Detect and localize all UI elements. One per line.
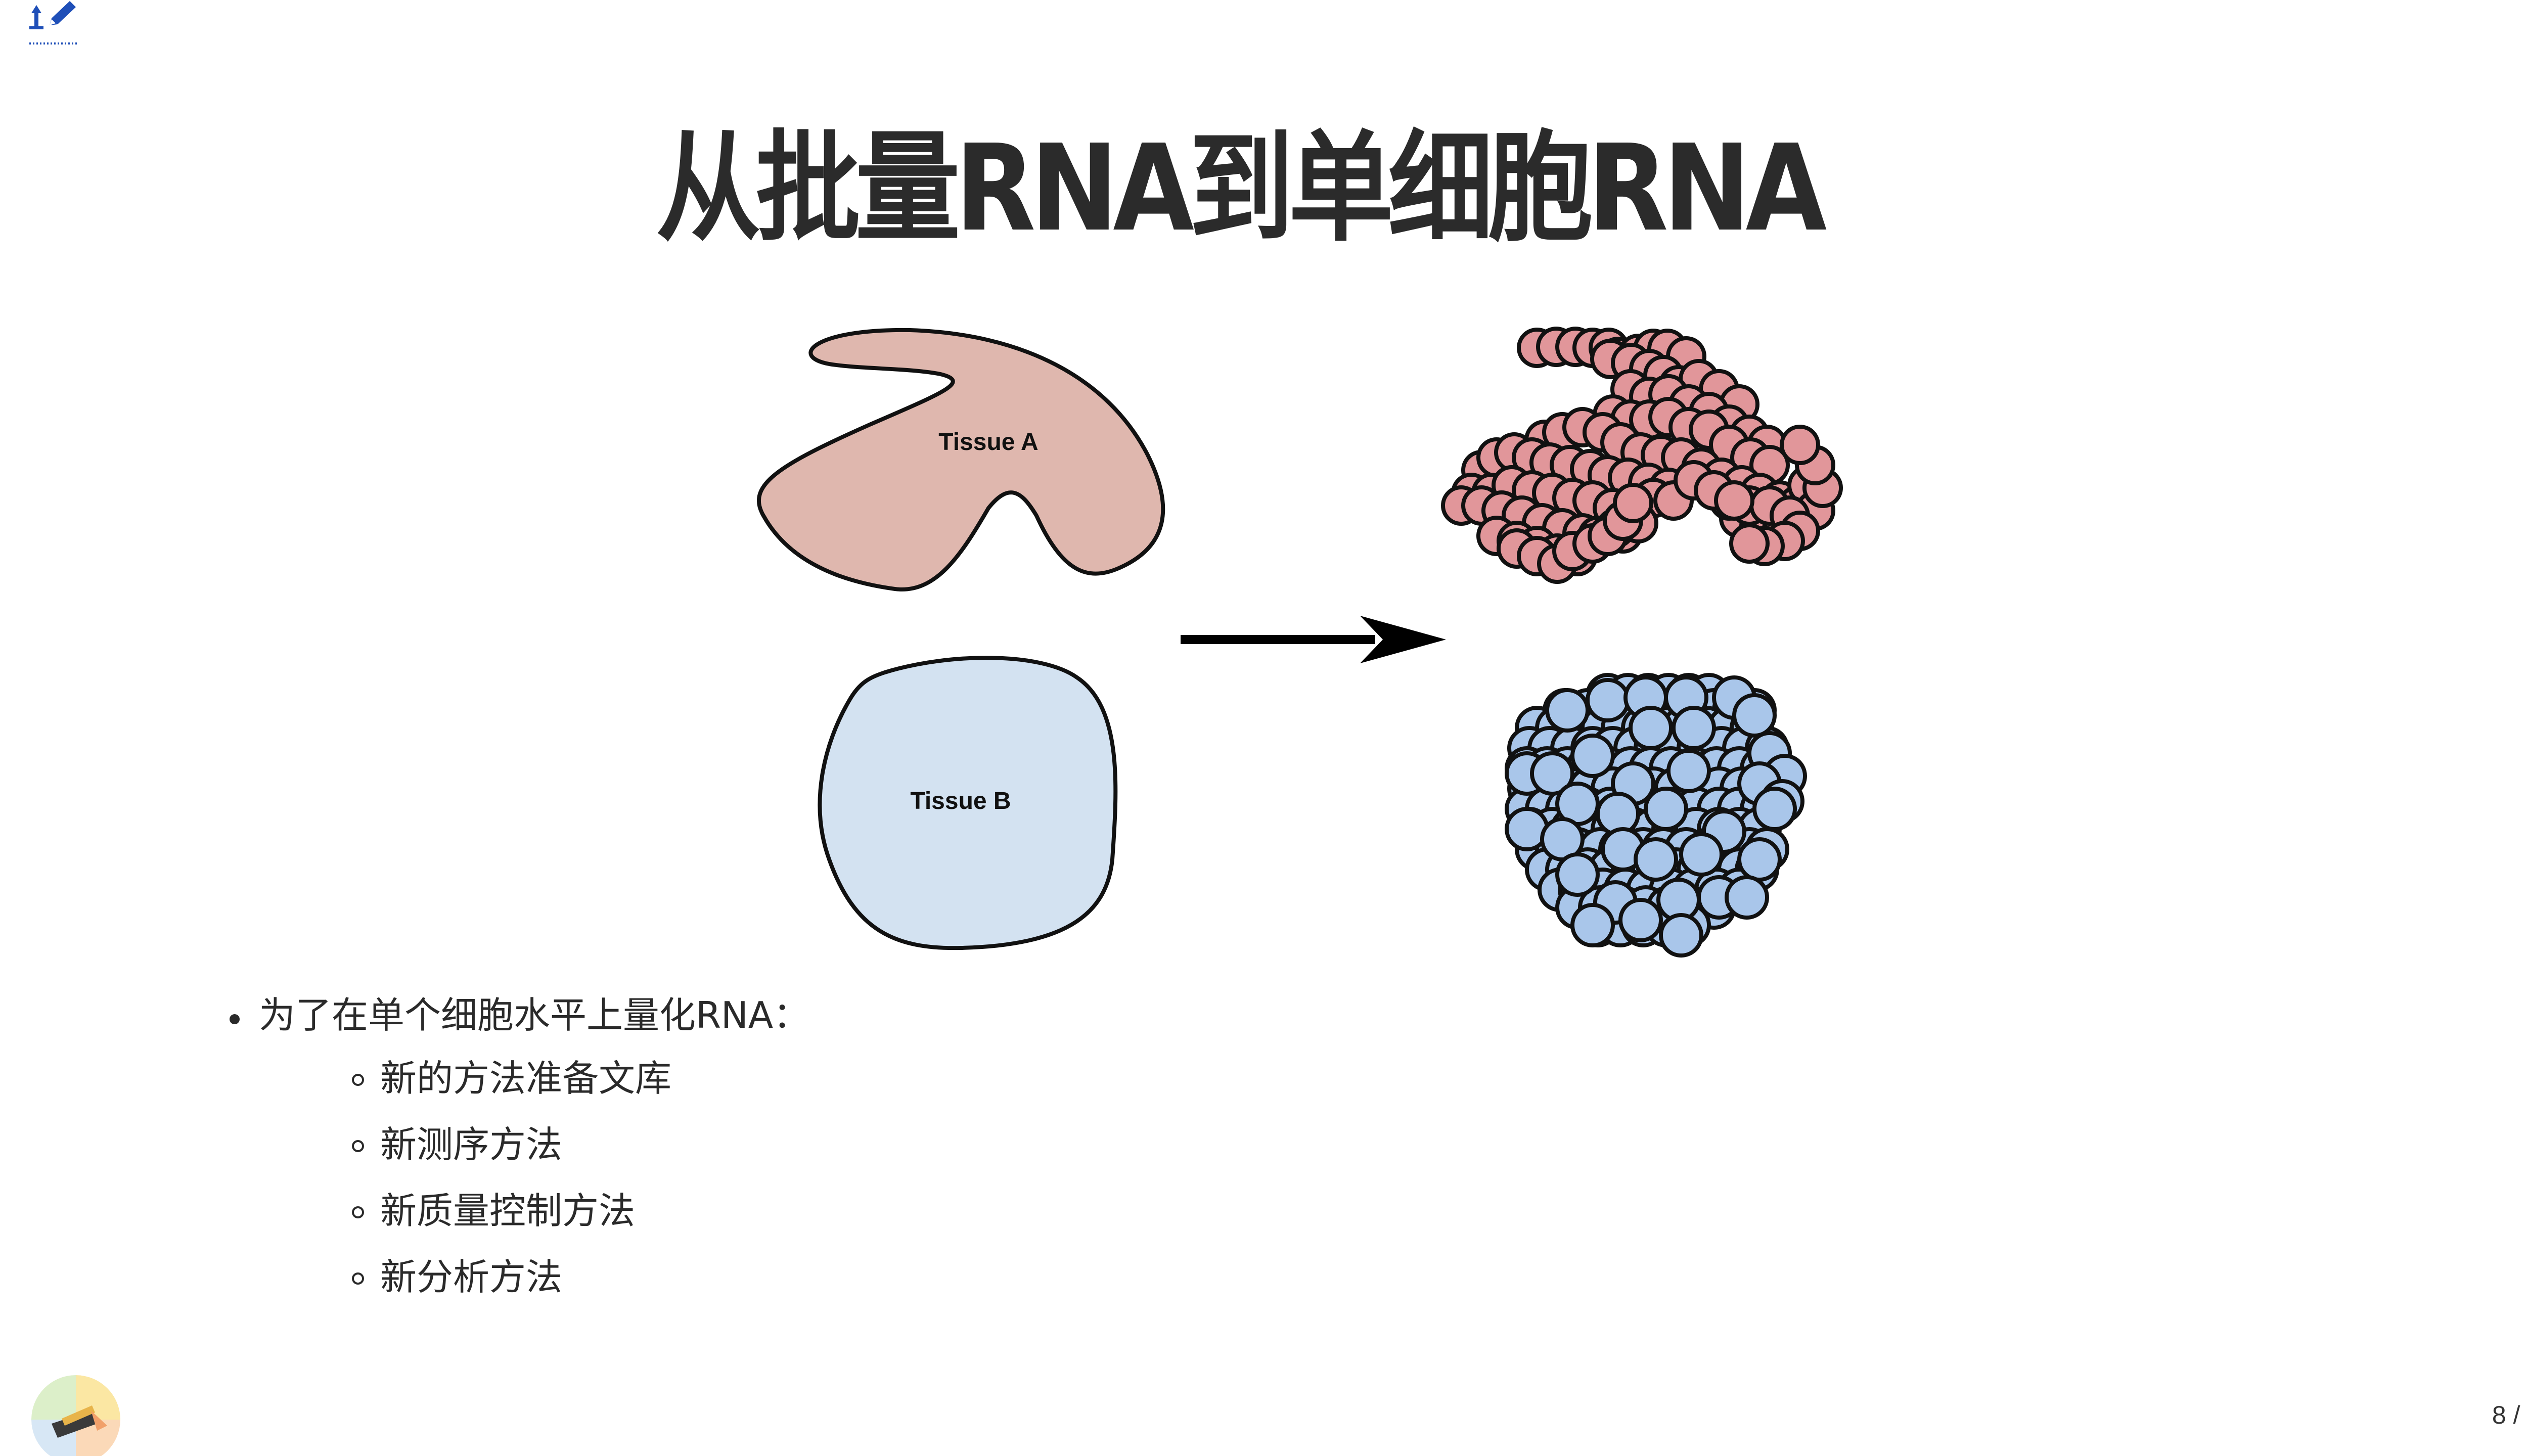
sub-bullet-item: 新测序方法 bbox=[259, 1112, 809, 1178]
sub-bullet-list: 新的方法准备文库 新测序方法 新质量控制方法 新分析方法 bbox=[259, 1045, 809, 1310]
cell-circle bbox=[1634, 837, 1678, 882]
cell-circle bbox=[1570, 903, 1615, 947]
sub-bullet-item: 新的方法准备文库 bbox=[259, 1045, 809, 1112]
cell-circle bbox=[1725, 875, 1769, 920]
edit-source-link[interactable] bbox=[29, 0, 82, 47]
cell-circle bbox=[1732, 693, 1777, 738]
cell-circle bbox=[1545, 688, 1590, 733]
tissue-a-label: Tissue A bbox=[938, 429, 1038, 456]
cell-circle bbox=[1780, 425, 1820, 465]
page-number: 8 / 62 bbox=[2492, 1401, 2528, 1429]
cell-circle bbox=[1714, 480, 1754, 521]
cell-circle bbox=[1613, 483, 1653, 523]
bullet-main: 为了在单个细胞水平上量化RNA： 新的方法准备文库 新测序方法 新质量控制方法 … bbox=[222, 985, 809, 1310]
tissue-b-shape bbox=[818, 656, 1118, 950]
bullet-list: 为了在单个细胞水平上量化RNA： 新的方法准备文库 新测序方法 新质量控制方法 … bbox=[222, 985, 809, 1310]
cell-circle bbox=[1530, 751, 1574, 796]
transition-arrow bbox=[1181, 616, 1446, 663]
cell-circle bbox=[1570, 734, 1615, 778]
cell-circle bbox=[1737, 837, 1782, 882]
cell-circle bbox=[1672, 706, 1716, 750]
bullet-main-text: 为了在单个细胞水平上量化RNA： bbox=[259, 994, 810, 1036]
cell-circle bbox=[1586, 678, 1630, 722]
cell-circle bbox=[1679, 832, 1724, 877]
cell-circle bbox=[1659, 913, 1703, 958]
cell-circle bbox=[1618, 898, 1663, 942]
cell-circle bbox=[1629, 706, 1673, 750]
sub-bullet-item: 新质量控制方法 bbox=[259, 1178, 809, 1244]
single-cell-cluster-a bbox=[1441, 327, 1843, 584]
sub-bullet-item: 新分析方法 bbox=[259, 1244, 809, 1310]
cell-circle bbox=[1666, 749, 1711, 793]
tissue-b-label: Tissue B bbox=[910, 788, 1011, 814]
cell-circle bbox=[1752, 787, 1797, 831]
single-cell-cluster-b bbox=[1505, 673, 1807, 958]
edit-pencil-icon bbox=[29, 1, 78, 44]
cell-circle bbox=[1644, 787, 1688, 831]
tissue-a-shape bbox=[756, 328, 1165, 592]
slide-title: 从批量RNA到单细胞RNA bbox=[656, 119, 1827, 258]
cell-circle bbox=[1555, 852, 1600, 897]
logo-avatar[interactable] bbox=[31, 1375, 120, 1456]
cell-circle bbox=[1729, 523, 1770, 564]
